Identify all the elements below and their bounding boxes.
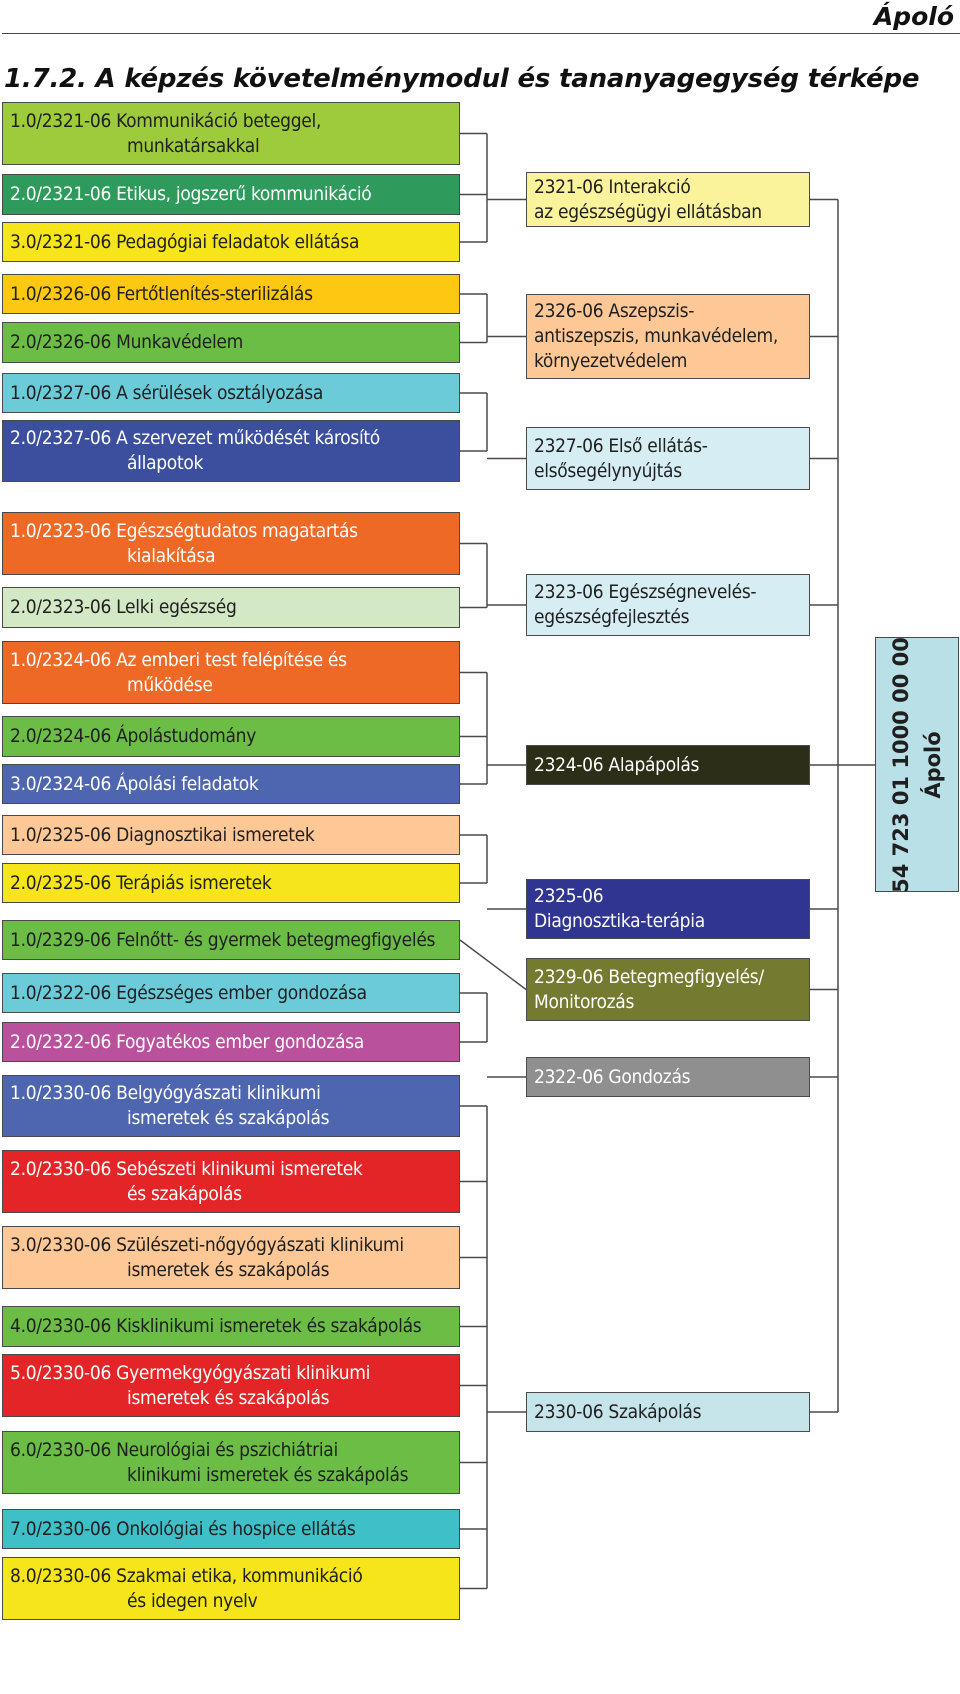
module-title-line1: 2322-06 Gondozás [534,1065,691,1088]
unit-title-line2: ismeretek és szakápolás [127,1386,330,1409]
module-title-line1: 2323-06 Egészségnevelés- [534,581,757,603]
unit-title-line1: 3.0/2324-06 Ápolási feladatok [10,772,259,795]
module-box: 2324-06 Alapápolás [526,745,810,785]
unit-title-line1: 3.0/2321-06 Pedagógiai feladatok ellátás… [10,230,360,253]
module-title-line1: 2325-06 [534,885,604,907]
unit-box: 2.0/2324-06 Ápolástudomány [2,716,460,757]
unit-title-line1: 7.0/2330-06 Onkológiai és hospice ellátá… [10,1517,356,1540]
module-title-line1: 2330-06 Szakápolás [534,1400,702,1423]
module-box: 2330-06 Szakápolás [526,1392,810,1432]
unit-title-line2: kialakítása [127,544,216,567]
unit-box: 2.0/2323-06 Lelki egészség [2,587,460,628]
unit-title-line2: állapotok [127,452,204,474]
unit-box: 1.0/2326-06 Fertőtlenítés-sterilizálás [2,274,460,314]
unit-title-line1: 1.0/2321-06 Kommunikáció beteggel, [10,109,322,132]
unit-title-line2: és idegen nyelv [127,1589,258,1612]
unit-box: 2.0/2325-06 Terápiás ismeretek [2,863,460,903]
unit-title-line2: és szakápolás [127,1182,242,1205]
module-title-line1: 2321-06 Interakció [534,175,691,198]
unit-title-line1: 2.0/2324-06 Ápolástudomány [10,725,257,747]
unit-box: 7.0/2330-06 Onkológiai és hospice ellátá… [2,1509,460,1549]
unit-box: 1.0/2329-06 Felnőtt- és gyermek betegmeg… [2,920,460,960]
unit-title-line2: ismeretek és szakápolás [127,1107,330,1129]
unit-box: 3.0/2330-06 Szülészeti-nőgyógyászati kli… [2,1226,460,1289]
module-title-line1: 2329-06 Betegmegfigyelés/ [534,965,764,988]
unit-title-line1: 4.0/2330-06 Kisklinikumi ismeretek és sz… [10,1315,422,1337]
unit-title-line1: 1.0/2329-06 Felnőtt- és gyermek betegmeg… [10,928,436,951]
module-title-line1: 2326-06 Aszepszis- [534,300,695,322]
unit-box: 1.0/2322-06 Egészséges ember gondozása [2,973,460,1013]
module-box: 2329-06 Betegmegfigyelés/Monitorozás [526,958,810,1021]
unit-box: 2.0/2322-06 Fogyatékos ember gondozása [2,1022,460,1062]
unit-box: 2.0/2330-06 Sebészeti klinikumi ismerete… [2,1150,460,1213]
unit-box: 3.0/2324-06 Ápolási feladatok [2,764,460,804]
unit-title-line1: 5.0/2330-06 Gyermekgyógyászati klinikumi [10,1361,371,1384]
unit-title-line2: munkatársakkal [127,134,260,157]
unit-title-line2: klinikumi ismeretek és szakápolás [127,1463,409,1486]
unit-title-line1: 1.0/2326-06 Fertőtlenítés-sterilizálás [10,282,313,305]
unit-title-line1: 2.0/2327-06 A szervezet működését károsí… [10,427,380,449]
unit-box: 2.0/2327-06 A szervezet működését károsí… [2,420,460,482]
qualification-code: 54 723 01 1000 00 00 [889,636,913,893]
unit-title-line1: 2.0/2326-06 Munkavédelem [10,331,243,353]
section-title: 1.7.2. A képzés követelménymodul és tana… [4,64,920,94]
header-divider [2,33,960,34]
unit-box: 1.0/2327-06 A sérülések osztályozása [2,373,460,413]
connector-line [459,939,527,991]
module-title-line2: Diagnosztika-terápia [534,910,705,932]
unit-title-line1: 2.0/2323-06 Lelki egészség [10,596,237,618]
unit-box: 1.0/2321-06 Kommunikáció beteggel,munkat… [2,102,460,165]
unit-title-line1: 1.0/2327-06 A sérülések osztályozása [10,381,324,404]
module-box: 2327-06 Első ellátás-elsősegélynyújtás [526,427,810,490]
module-title-line2: az egészségügyi ellátásban [534,200,762,223]
unit-title-line1: 1.0/2323-06 Egészségtudatos magatartás [10,519,358,542]
unit-box: 2.0/2326-06 Munkavédelem [2,322,460,363]
unit-title-line1: 3.0/2330-06 Szülészeti-nőgyógyászati kli… [10,1233,404,1256]
module-title-line2: Monitorozás [534,990,635,1013]
module-title-line2: elsősegélynyújtás [534,459,682,482]
unit-title-line1: 1.0/2330-06 Belgyógyászati klinikumi [10,1082,321,1104]
page-header-title: Ápoló [873,2,954,31]
unit-box: 5.0/2330-06 Gyermekgyógyászati klinikumi… [2,1354,460,1417]
unit-box: 2.0/2321-06 Etikus, jogszerű kommunikáci… [2,174,460,215]
module-title-line3: környezetvédelem [534,350,688,372]
unit-title-line1: 1.0/2325-06 Diagnosztikai ismeretek [10,823,315,846]
unit-box: 3.0/2321-06 Pedagógiai feladatok ellátás… [2,222,460,262]
module-box: 2323-06 Egészségnevelés-egészségfejleszt… [526,574,810,636]
unit-title-line1: 6.0/2330-06 Neurológiai és pszichiátriai [10,1438,338,1461]
qualification-name: Ápoló [921,730,945,799]
unit-title-line2: működése [127,673,213,696]
unit-box: 1.0/2324-06 Az emberi test felépítése és… [2,641,460,704]
module-box: 2326-06 Aszepszis-antiszepszis, munkavéd… [526,294,810,379]
module-title-line2: egészségfejlesztés [534,606,690,628]
unit-title-line1: 2.0/2325-06 Terápiás ismeretek [10,871,272,894]
unit-title-line1: 1.0/2324-06 Az emberi test felépítése és [10,648,347,671]
module-title-line2: antiszepszis, munkavédelem, [534,325,779,347]
module-title-line1: 2324-06 Alapápolás [534,753,700,776]
module-title-line1: 2327-06 Első ellátás- [534,434,708,457]
unit-box: 1.0/2330-06 Belgyógyászati klinikumi isme… [2,1075,460,1137]
unit-title-line2: ismeretek és szakápolás [127,1258,330,1281]
qualification-box: 54 723 01 1000 00 00 Ápoló [875,637,959,892]
unit-box: 4.0/2330-06 Kisklinikumi ismeretek és sz… [2,1306,460,1347]
unit-title-line1: 8.0/2330-06 Szakmai etika, kommunikáció [10,1564,363,1587]
unit-box: 6.0/2330-06 Neurológiai és pszichiátriai… [2,1431,460,1494]
unit-title-line1: 2.0/2321-06 Etikus, jogszerű kommunikáci… [10,183,372,205]
unit-title-line1: 1.0/2322-06 Egészséges ember gondozása [10,981,367,1004]
unit-title-line1: 2.0/2322-06 Fogyatékos ember gondozása [10,1030,364,1053]
module-box: 2322-06 Gondozás [526,1057,810,1097]
unit-box: 1.0/2325-06 Diagnosztikai ismeretek [2,815,460,855]
unit-title-line1: 2.0/2330-06 Sebészeti klinikumi ismerete… [10,1157,363,1180]
